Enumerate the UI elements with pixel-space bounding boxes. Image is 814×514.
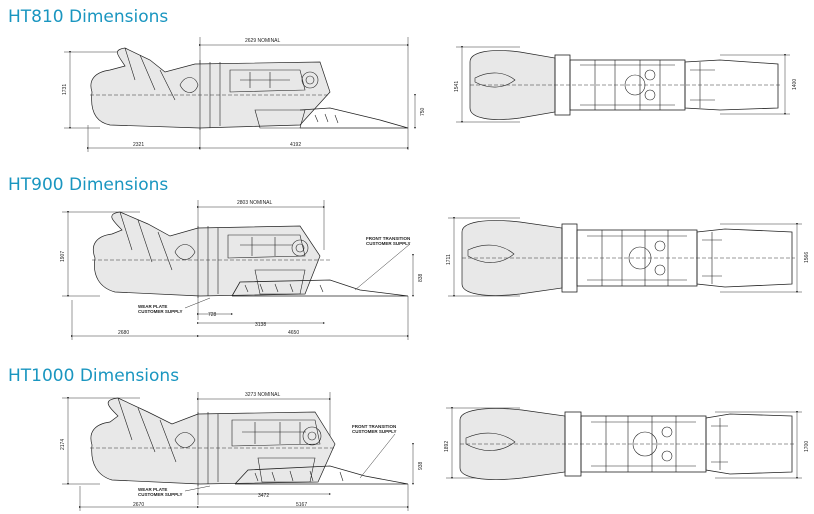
ht1000-width-right: 1700 bbox=[804, 441, 810, 452]
ht1000-length-a: 2670 bbox=[133, 502, 144, 508]
ht1000-width-left: 1892 bbox=[444, 441, 450, 452]
ht1000-height-right: 938 bbox=[418, 461, 424, 470]
ht1000-length-b: 5167 bbox=[296, 502, 307, 508]
ht900-customer-supply: CUSTOMER SUPPLY bbox=[138, 309, 183, 314]
ht1000-height-left: 2174 bbox=[60, 439, 66, 450]
ht900-length-c: 728 bbox=[208, 312, 217, 318]
ht1000-wear-plate: WEAR PLATE bbox=[138, 487, 167, 492]
ht810-height-left: 1731 bbox=[62, 84, 68, 95]
ht900-front-customer-supply: CUSTOMER SUPPLY bbox=[366, 241, 411, 246]
ht900-nominal-label: 2803 NOMINAL bbox=[237, 200, 273, 206]
ht810-nominal-label: 2629 NOMINAL bbox=[245, 38, 281, 44]
ht1000-top-view: 1892 1700 bbox=[444, 407, 810, 480]
ht810-length-a: 2321 bbox=[133, 142, 144, 148]
ht810-side-view: 2629 NOMINAL 1731 750 2321 4192 bbox=[62, 37, 426, 152]
ht900-top-view: 1711 1566 bbox=[446, 217, 810, 297]
ht1000-front-transition: FRONT TRANSITION bbox=[352, 424, 396, 429]
ht1000-front-customer-supply: CUSTOMER SUPPLY bbox=[352, 429, 397, 434]
ht900-length-a: 2680 bbox=[118, 330, 129, 336]
ht1000-title: HT1000 Dimensions bbox=[8, 366, 180, 386]
ht900-width-right: 1566 bbox=[804, 252, 810, 263]
ht810-width-right: 1400 bbox=[792, 79, 798, 90]
ht900-side-view: 2803 NOMINAL 1907 838 FRONT TRANSITION C… bbox=[60, 200, 424, 340]
ht900-height-left: 1907 bbox=[60, 251, 66, 262]
ht900-title: HT900 Dimensions bbox=[8, 175, 169, 195]
ht900-length-b: 4650 bbox=[288, 330, 299, 336]
ht1000-length-c: 3472 bbox=[258, 493, 269, 499]
ht1000-side-view: 3273 NOMINAL 2174 938 FRONT TRANSITION C… bbox=[60, 392, 424, 511]
ht810-length-b: 4192 bbox=[290, 142, 301, 148]
ht810-height-right: 750 bbox=[420, 107, 426, 116]
ht810-width-left: 1541 bbox=[454, 81, 460, 92]
ht900-front-transition: FRONT TRANSITION bbox=[366, 236, 410, 241]
ht900-width-left: 1711 bbox=[446, 254, 452, 265]
ht1000-customer-supply: CUSTOMER SUPPLY bbox=[138, 492, 183, 497]
ht810-title: HT810 Dimensions bbox=[8, 7, 169, 27]
ht900-height-right: 838 bbox=[418, 273, 424, 282]
ht810-top-view: 1541 1400 bbox=[454, 46, 798, 123]
ht1000-nominal-label: 3273 NOMINAL bbox=[245, 392, 281, 398]
ht900-wear-plate: WEAR PLATE bbox=[138, 304, 167, 309]
ht900-length-d: 3138 bbox=[255, 322, 266, 328]
